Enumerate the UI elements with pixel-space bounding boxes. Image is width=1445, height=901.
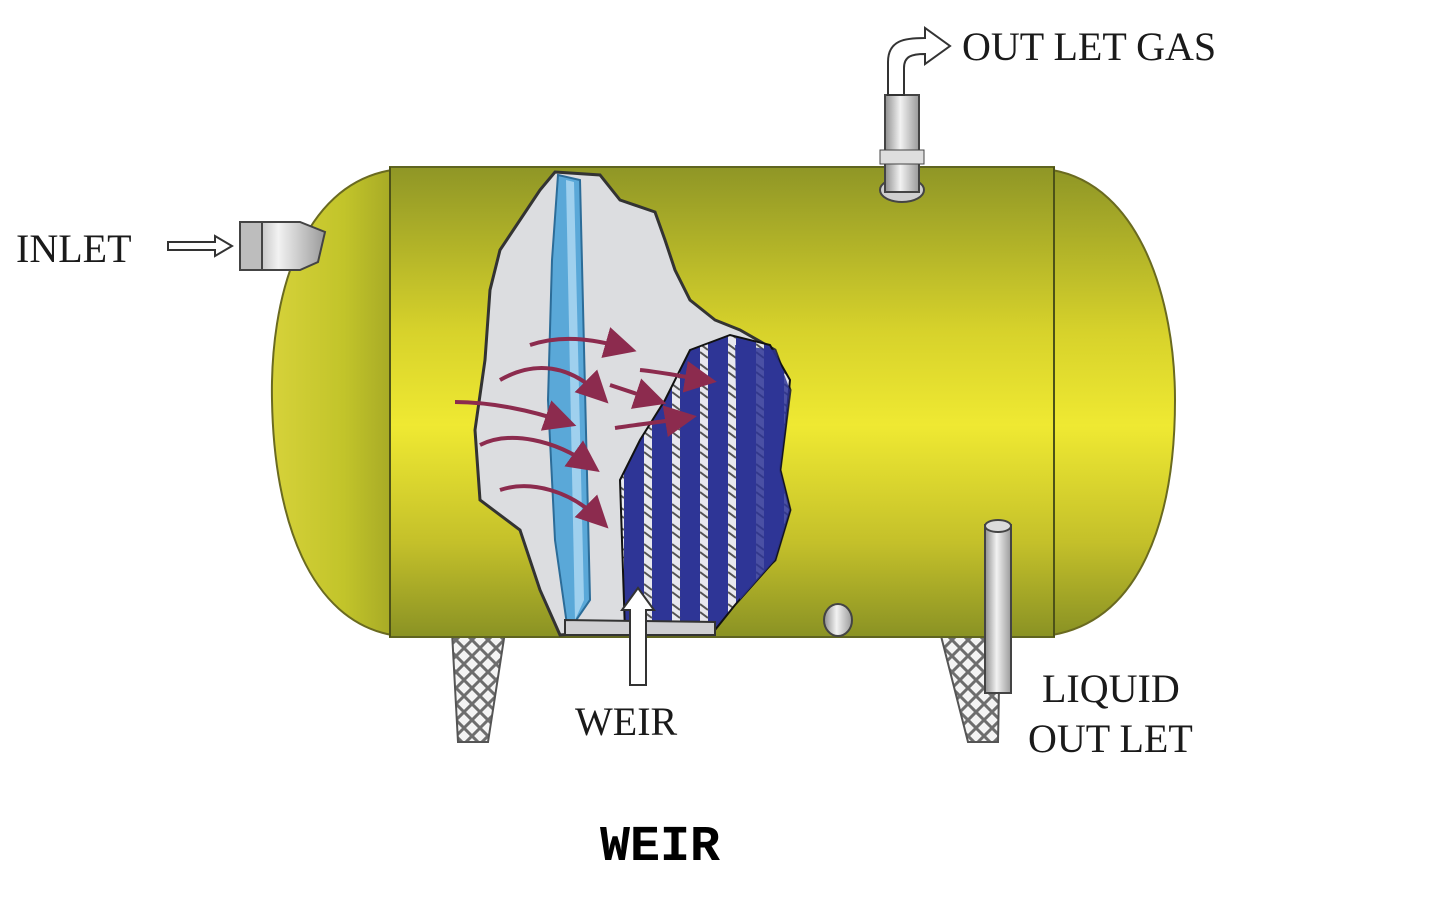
vessel-right-head xyxy=(1051,168,1177,637)
gas-outlet-arrow xyxy=(887,26,952,96)
flow-arrow xyxy=(499,484,609,529)
liquid-outlet-label-line2: OUT LET xyxy=(1028,716,1193,761)
flow-arrows xyxy=(454,327,717,529)
diagram-caption: WEIR xyxy=(600,819,720,876)
flow-arrow xyxy=(479,435,600,472)
weir-label: WEIR xyxy=(575,699,678,744)
inlet-arrow xyxy=(167,234,234,258)
gas-outlet-pipe xyxy=(879,94,925,203)
flow-arrow xyxy=(639,361,717,393)
saddle-left xyxy=(450,631,507,743)
flow-arrow xyxy=(454,400,577,431)
flow-arrow xyxy=(614,405,697,437)
drain-nozzle xyxy=(823,603,853,637)
gas-outlet-label: OUT LET GAS xyxy=(962,24,1216,69)
liquid-outlet-pipe xyxy=(984,519,1012,694)
flow-arrow xyxy=(609,378,667,409)
vessel-left-head xyxy=(270,168,393,637)
coalescer-pack xyxy=(618,333,792,634)
inlet-nozzle xyxy=(239,221,327,271)
flow-arrow xyxy=(529,327,637,358)
inlet-label: INLET xyxy=(16,226,132,271)
flow-arrow xyxy=(499,366,609,404)
weir-pointer-arrow xyxy=(620,586,656,686)
liquid-outlet-label-line1: LIQUID xyxy=(1042,666,1180,711)
